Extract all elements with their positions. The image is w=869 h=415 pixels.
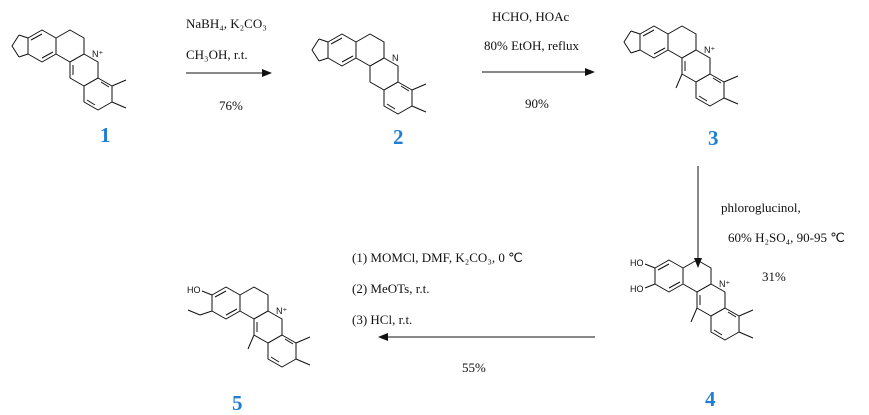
step1-conditions: CH₃OH, r.t. — [186, 47, 248, 62]
step2-reagents: HCHO, HOAc — [492, 9, 570, 24]
step4-step3: (3) HCl, r.t. — [352, 312, 412, 327]
compound-5-number: 5 — [232, 391, 243, 415]
compound-3-number: 3 — [708, 126, 719, 150]
compound-1-nplus: N⁺ — [92, 49, 103, 59]
compound-5-structure: HO N⁺ — [187, 285, 311, 368]
step1-arrow — [186, 69, 272, 77]
compound-3-nplus: N⁺ — [704, 45, 715, 55]
compound-4-hydroxyl-1: HO — [630, 258, 644, 268]
step2-conditions: 80% EtOH, reflux — [484, 38, 579, 53]
compound-5-nplus: N⁺ — [276, 306, 287, 316]
step3-reagents: phloroglucinol, — [721, 200, 801, 215]
compound-4-structure: HO HO N⁺ — [630, 258, 754, 341]
step2-yield: 90% — [525, 96, 549, 111]
step2-arrow — [482, 68, 595, 76]
step3-yield: 31% — [762, 269, 786, 284]
compound-2-number: 2 — [393, 125, 404, 149]
compound-2-structure: N — [311, 33, 427, 115]
step4-step1: (1) MOMCl, DMF, K₂CO₃, 0 ℃ — [352, 250, 523, 265]
step4-yield: 55% — [462, 360, 486, 375]
step4-arrow — [378, 333, 595, 341]
step1-reagents: NaBH₄, K₂CO₃ — [186, 16, 267, 31]
compound-2-n: N — [392, 53, 399, 63]
step4-step2: (2) MeOTs, r.t. — [352, 281, 429, 296]
step3-conditions: 60% H₂SO₄, 90-95 ℃ — [728, 230, 845, 245]
compound-5-hydroxyl: HO — [187, 285, 201, 295]
step3-arrow — [694, 166, 702, 268]
compound-4-nplus: N⁺ — [719, 279, 730, 289]
compound-1-structure: N⁺ — [11, 29, 127, 111]
compound-1-number: 1 — [100, 123, 111, 147]
compound-3-structure: N⁺ — [623, 25, 739, 107]
compound-4-hydroxyl-2: HO — [630, 284, 644, 294]
step1-yield: 76% — [219, 98, 243, 113]
compound-4-number: 4 — [705, 387, 716, 411]
